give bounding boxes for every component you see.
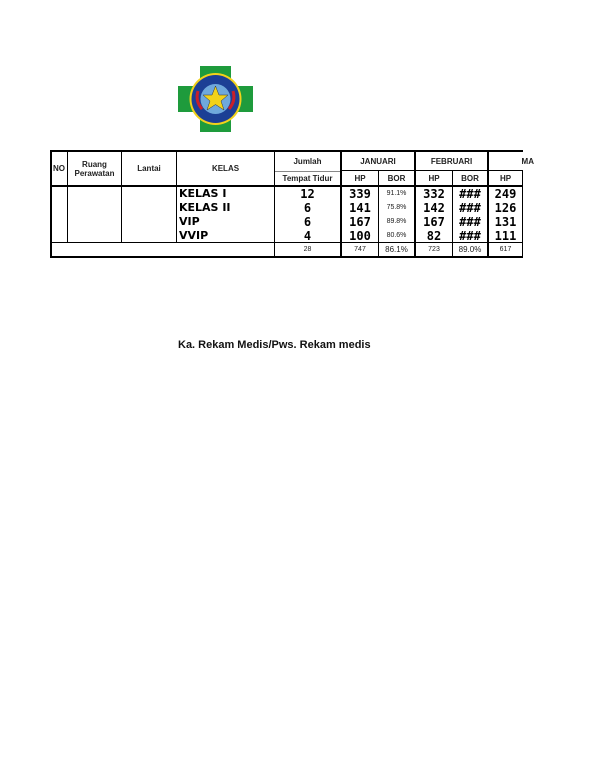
cell-tt: 4 [303, 229, 312, 243]
cell-tt: 6 [303, 201, 312, 215]
header-bor: BOR [387, 173, 406, 183]
total-tt: 28 [303, 246, 312, 253]
cell-kelas: VIP [179, 215, 200, 228]
cell-jan-hp: 100 [349, 229, 371, 243]
cell-mar-hp: 126 [494, 201, 517, 215]
cell-jan-bor: 89.8% [386, 218, 407, 225]
cell-jan-hp: 141 [349, 201, 371, 215]
header-bor: BOR [461, 173, 479, 183]
cell-kelas: KELAS II [179, 201, 231, 214]
cell-mar-hp: 111 [494, 229, 517, 243]
header-hp: HP [354, 173, 366, 183]
pertamedika-logo [178, 66, 253, 132]
cell-feb-hp: 332 [423, 187, 445, 201]
header-lantai: Lantai [137, 164, 161, 173]
header-ruang: Ruang Perawatan [74, 159, 115, 178]
total-jan-hp: 747 [354, 246, 366, 253]
cell-kelas: VVIP [179, 229, 209, 242]
cell-feb-hp: 82 [426, 229, 442, 243]
total-jan-bor: 86.1% [385, 245, 408, 254]
cell-feb-bor: ### [459, 229, 481, 243]
header-februari: FEBRUARI [430, 156, 473, 166]
total-feb-hp: 723 [428, 246, 440, 253]
cell-feb-bor: ### [459, 187, 481, 201]
cell-tt: 6 [303, 215, 312, 229]
cell-jan-bor: 91.1% [386, 190, 407, 197]
cell-jan-bor: 75.8% [386, 204, 407, 211]
cell-jan-hp: 167 [349, 215, 371, 229]
total-mar-hp: 617 [499, 246, 512, 253]
cell-feb-hp: 167 [423, 215, 445, 229]
header-maret: MA [521, 156, 534, 166]
header-tempat-tidur: Tempat Tidur [282, 174, 333, 183]
signature-title: Ka. Rekam Medis/Pws. Rekam medis [178, 339, 371, 351]
header-hp: HP [499, 173, 512, 183]
header-januari: JANUARI [360, 156, 396, 166]
cell-mar-hp: 249 [494, 187, 517, 201]
header-kelas: KELAS [211, 164, 240, 173]
cell-feb-bor: ### [459, 215, 481, 229]
cell-feb-bor: ### [459, 201, 481, 215]
cell-jan-hp: 339 [349, 187, 371, 201]
header-no: NO [53, 164, 65, 173]
header-hp: HP [428, 173, 440, 183]
cell-kelas: KELAS I [179, 187, 227, 200]
header-jumlah: Jumlah [293, 156, 322, 166]
cell-mar-hp: 131 [494, 215, 517, 229]
total-feb-bor: 89.0% [458, 245, 482, 254]
cell-tt: 12 [300, 187, 315, 201]
cell-jan-bor: 80.6% [386, 232, 407, 239]
cell-feb-hp: 142 [423, 201, 445, 215]
